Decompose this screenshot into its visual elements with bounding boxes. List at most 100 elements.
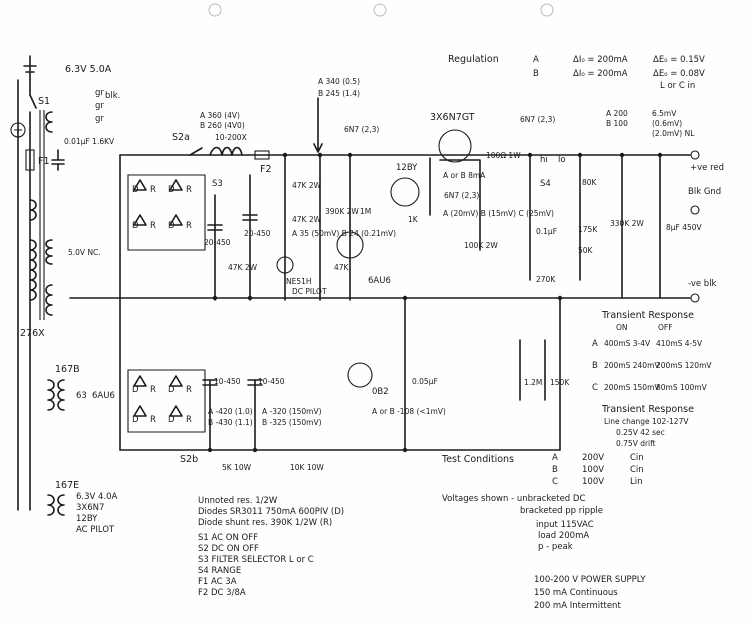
- transformer-167b-label: 167B: [55, 364, 80, 375]
- r-80k-label: 80K: [582, 178, 598, 187]
- neg-terminal-icon[interactable]: [690, 293, 700, 303]
- component-legend: Unnoted res. 1/2W Diodes SR3011 750mA 60…: [198, 496, 344, 598]
- test-row-v: 100V: [582, 477, 604, 487]
- abc-pot-label: A (20mV) B (15mV) C (25mV): [443, 209, 554, 218]
- lo-label: lo: [558, 155, 566, 165]
- reg-row-de: ΔE₀ = 0.08V: [653, 69, 705, 79]
- fuse-f2-icon: [254, 150, 270, 160]
- transformer-167e-label: 167E: [55, 480, 79, 491]
- test-row-id: A: [552, 453, 558, 463]
- ripple-a-label: 6.5mV: [652, 109, 677, 118]
- choke-icon: [209, 146, 243, 156]
- resistor-label: R: [186, 185, 192, 195]
- r-50k-label: 50K: [578, 246, 594, 255]
- nc-label: 5.0V NC.: [68, 248, 101, 257]
- voltage-note: p - peak: [538, 542, 573, 552]
- reg-row-de: ΔE₀ = 0.15V: [653, 55, 705, 65]
- fil-label: 12BY: [76, 514, 98, 524]
- neon-pilot-icon: [276, 256, 294, 274]
- diode-icon: [133, 375, 183, 417]
- neg-a2-label: A -320 (150mV): [262, 407, 322, 416]
- out-a-label: A 200: [606, 109, 628, 118]
- test-row-c: Cin: [630, 453, 644, 463]
- ripple-c-label: (2.0mV) NL: [652, 129, 695, 138]
- supply-summary: 100-200 V POWER SUPPLY 150 mA Continuous…: [534, 575, 646, 611]
- tube-6au6-icon: [336, 231, 364, 259]
- test-row-c: Lin: [630, 477, 642, 487]
- r-47k-b-label: 47K: [334, 263, 350, 272]
- r-1k-label: 1K: [408, 215, 419, 224]
- tube-12by-icon: [390, 177, 420, 207]
- fuse-f1-icon: [25, 149, 35, 171]
- tube-6n7-label: 3X6N7GT: [430, 112, 475, 123]
- regulation-block: Regulation A ΔI₀ = 200mA ΔE₀ = 0.15V B Δ…: [448, 54, 705, 91]
- neg-blk-label: -ve blk: [688, 279, 717, 289]
- tube-6n7d-label: 6N7 (2,3): [520, 115, 555, 124]
- legend-line: Diode shunt res. 390K 1/2W (R): [198, 518, 332, 528]
- punch-hole: [540, 3, 554, 17]
- r-47k-label: 47K 2W: [292, 181, 322, 190]
- test-title: Test Conditions: [441, 454, 514, 465]
- filament-label: 6.3V 5.0A: [65, 64, 112, 75]
- transient-on: ON: [616, 323, 628, 332]
- resistor-label: R: [150, 415, 156, 425]
- transient-row-off: 410mS 4-5V: [656, 339, 703, 348]
- s2b-label: S2b: [180, 454, 198, 465]
- transient-line-change: Line change 102-127V: [604, 417, 689, 426]
- regulation-title: Regulation: [448, 54, 499, 65]
- reg-b-label: B 245 (1.4): [318, 89, 360, 98]
- s3-label: S3: [212, 179, 223, 189]
- transient-title: Transient Response: [601, 310, 694, 321]
- rectifier-lower: D R D R D R D R: [127, 369, 206, 433]
- transformer-core: [39, 110, 45, 320]
- transient-line-title: Transient Response: [601, 404, 694, 415]
- transient-row-id: A: [592, 339, 598, 349]
- gr-label: gr: [95, 101, 104, 111]
- test-row-c: Cin: [630, 465, 644, 475]
- tube-6n7b-label: 6N7 (2,3): [344, 125, 379, 134]
- tube-0b2-icon: [347, 362, 373, 388]
- winding-5v-icon: [45, 239, 53, 265]
- winding-icon: [47, 494, 55, 516]
- legend-line: Unnoted res. 1/2W: [198, 496, 278, 506]
- ac-input-section: S1 F1 5.0V NC. 276X 6.3V 5.0A gr gr gr b…: [10, 55, 120, 535]
- diode-icon: [133, 179, 183, 226]
- pos-terminal-icon[interactable]: [690, 150, 700, 160]
- r-47k-label: 47K 2W: [228, 263, 258, 272]
- resistor-label: R: [186, 221, 192, 231]
- cap-10-label: 10-450: [214, 377, 241, 386]
- cap-icon: [242, 214, 258, 221]
- s2a-label: S2a: [172, 132, 190, 143]
- r-5k-label: 5K 10W: [222, 463, 252, 472]
- gnd-terminal-icon[interactable]: [690, 205, 700, 215]
- r-10k-label: 10K 10W: [290, 463, 324, 472]
- voltage-notes: Voltages shown - unbracketed DC brackete…: [442, 494, 603, 552]
- voltage-note: bracketed pp ripple: [520, 506, 603, 516]
- fil-label: 6.3V 4.0A: [76, 492, 118, 502]
- r-390k-label: 390K 2W: [325, 207, 359, 216]
- r-12m-label: 1.2M: [524, 378, 542, 387]
- switch-s1-icon: [29, 94, 37, 121]
- neon-label: NE51H: [286, 277, 312, 286]
- gr-label: gr: [95, 114, 104, 124]
- transient-row-id: C: [592, 383, 598, 393]
- transient-line-1: 0.25V 42 sec: [616, 428, 665, 437]
- summary-line: 150 mA Continuous: [534, 588, 618, 598]
- winding-icon: [47, 379, 55, 411]
- resistor-label: R: [186, 385, 192, 395]
- s1-label: S1: [38, 96, 50, 107]
- transient-line-2: 0.75V drift: [616, 439, 656, 448]
- diode-label: D: [132, 221, 139, 231]
- r-330k-label: 330K 2W: [610, 219, 644, 228]
- blk-gnd-label: Blk Gnd: [688, 187, 721, 197]
- pilot-label: DC PILOT: [292, 287, 327, 296]
- legend-line: Diodes SR3011 750mA 600PIV (D): [198, 507, 344, 517]
- s4-label: S4: [540, 179, 551, 189]
- transient-off: OFF: [658, 323, 673, 332]
- cap-hv-label: 0.01μF 1.6KV: [64, 137, 115, 146]
- neg-b-label: B -430 (1.1): [208, 418, 253, 427]
- out-b-label: B 100: [606, 119, 628, 128]
- rectifier-upper: D R D R D R D R: [127, 174, 206, 251]
- diode-label: D: [168, 221, 175, 231]
